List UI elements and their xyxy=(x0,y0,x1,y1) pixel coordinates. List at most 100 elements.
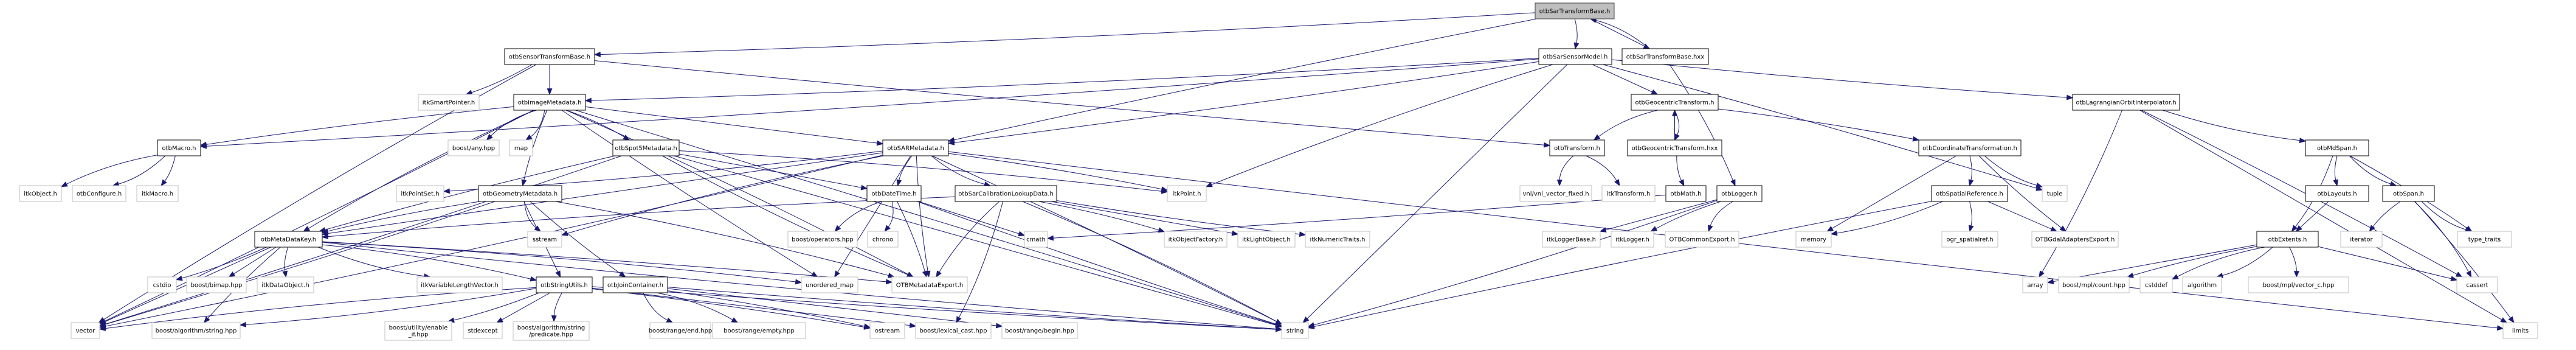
node-label: chrono xyxy=(872,237,893,243)
node-otbspan-h[interactable]: otbSpan.h xyxy=(2382,185,2435,202)
node-box xyxy=(915,322,992,339)
node-otbmacro-h[interactable]: otbMacro.h xyxy=(157,139,201,156)
node-otblogger-h[interactable]: otbLogger.h xyxy=(1716,185,1763,202)
arrowhead-icon xyxy=(521,179,527,187)
node-label: limits xyxy=(2512,328,2529,335)
arrowhead-icon xyxy=(1651,89,1659,95)
node-otbmetadataexport-h: OTBMetadataExport.h xyxy=(891,276,968,293)
node-label: boost/range/end.hpp xyxy=(649,328,713,335)
node-otbspot5metadata-h[interactable]: otbSpot5Metadata.h xyxy=(612,139,680,156)
node-box xyxy=(891,276,968,293)
node-otblayouts-h[interactable]: otbLayouts.h xyxy=(2305,185,2369,202)
node-otbsarmetadata-h[interactable]: otbSARMetadata.h xyxy=(882,139,949,156)
node-label: boost/algorithm/string xyxy=(517,325,585,332)
node-box xyxy=(603,276,668,293)
node-label: otbGeometryMetadata.h xyxy=(483,191,558,198)
node-otbstringutils-h[interactable]: otbStringUtils.h xyxy=(536,276,593,293)
node-otbgeocentrictransform-hxx[interactable]: otbGeocentricTransform.hxx xyxy=(1627,139,1722,156)
edge-otbSarSensorModel_h-to-otbGeocentricTransform_h xyxy=(1592,64,1659,95)
edge-otbSensorTransformBase_h-to-otbTransform_h xyxy=(594,60,1551,148)
arrowhead-icon xyxy=(888,273,895,278)
edge-otbLogger_h-to-itkLoggerBase_h xyxy=(1599,199,1718,233)
edge-otbCoordinateTransformation_h-to-OTBGdalAdaptersExport_h xyxy=(1978,155,2067,232)
arrowhead-icon xyxy=(995,323,1003,329)
node-box xyxy=(536,276,593,293)
node-otbmath-h[interactable]: otbMath.h xyxy=(1665,185,1707,202)
node-boost-operators-hpp: boost/operators.hpp xyxy=(787,231,858,248)
node-otbsartransformbase-h[interactable]: otbSarTransformBase.h xyxy=(1535,2,1615,19)
edge-otbGeocentricTransform_hxx-to-otbGeocentricTransform_h xyxy=(1672,109,1677,141)
node-label: itkTransform.h xyxy=(1607,191,1651,198)
edge-otbSarSensorModel_h-to-itkPoint_h xyxy=(1205,64,1553,187)
arrowhead-icon xyxy=(547,88,553,96)
node-box xyxy=(2139,276,2173,293)
arrowhead-icon xyxy=(161,179,167,187)
node-box xyxy=(1795,231,1832,248)
edge-otbGeometryMetadata_h-to-OTBMetadataExport_h xyxy=(555,201,895,278)
edge-otbSpan_h-to-limits xyxy=(2414,201,2515,324)
node-otbspatialreference-h[interactable]: otbSpatialReference.h xyxy=(1931,185,2008,202)
arrowhead-icon xyxy=(2293,271,2299,278)
arrowhead-icon xyxy=(2059,225,2067,232)
edge-otbCoordinateTransformation_h-to-tuple xyxy=(1984,155,2043,188)
arrowhead-icon xyxy=(1730,179,1736,187)
node-box xyxy=(612,139,680,156)
node-box xyxy=(509,139,533,156)
node-otbsarcalibrationlookupdata-h[interactable]: otbSarCalibrationLookupData.h xyxy=(955,185,1057,202)
edge-otbSensorTransformBase_h-to-otbImageMetadata_h xyxy=(547,65,553,96)
node-box xyxy=(1621,48,1709,65)
edge-otbGeometryMetadata_h-to-vector xyxy=(98,201,496,327)
node-otbcoordinatetransformation-h[interactable]: otbCoordinateTransformation.h xyxy=(1918,139,2022,156)
node-box xyxy=(384,321,452,341)
arrowhead-icon xyxy=(2333,179,2338,187)
node-otbgeometrymetadata-h[interactable]: otbGeometryMetadata.h xyxy=(478,185,562,202)
arrowhead-icon xyxy=(2500,317,2508,323)
arrowhead-icon xyxy=(834,225,841,232)
node-label: itkPoint.h xyxy=(1173,191,1201,198)
node-box xyxy=(1601,185,1656,202)
node-otbmetadatakey-h[interactable]: otbMetaDataKey.h xyxy=(254,231,323,248)
edge-otbMetaDataKey_h-to-boost_bimap_hpp xyxy=(228,247,277,278)
edge-otbSarCalibrationLookupData_h-to-itkObjectFactory_h xyxy=(1038,201,1165,233)
node-otbsarsensormodel-h[interactable]: otbSarSensorModel.h xyxy=(1538,48,1612,65)
node-array: array xyxy=(2022,276,2048,293)
node-otbimagemetadata-h[interactable]: otbImageMetadata.h xyxy=(513,94,586,111)
edge-otbSpot5Metadata_h-to-otbMetaDataKey_h xyxy=(319,155,615,233)
edge-otbLogger_h-to-itkLogger_h xyxy=(1650,201,1721,232)
node-box xyxy=(869,322,905,339)
edge-otbLagrangianOrbitInterpolator_h-to-array xyxy=(2039,110,2122,278)
node-otbjoincontainer-h[interactable]: otbJoinContainer.h xyxy=(603,276,668,293)
arrowhead-icon xyxy=(1968,179,1974,187)
edge-otbSARMetadata_h-to-OTBMetadataExport_h xyxy=(916,155,931,278)
node-otbtransform-h[interactable]: otbTransform.h xyxy=(1549,139,1605,156)
node-type-traits: type_traits xyxy=(2457,231,2512,248)
node-map: map xyxy=(509,139,533,156)
node-itklightobject-h: itkLightObject.h xyxy=(1237,231,1296,248)
node-box xyxy=(72,185,126,202)
node-itkpointset-h: itkPointSet.h xyxy=(396,185,444,202)
node-box xyxy=(2031,231,2119,248)
node-otbsartransformbase-hxx[interactable]: otbSarTransformBase.hxx xyxy=(1621,48,1709,65)
node-otblagrangianorbitinterpolator-h[interactable]: otbLagrangianOrbitInterpolator.h xyxy=(2072,94,2180,111)
node-otbgeocentrictransform-h[interactable]: otbGeocentricTransform.h xyxy=(1631,94,1719,111)
node-box xyxy=(2456,276,2498,293)
edge-otbSpot5Metadata_h-to-OTBMetadataExport_h xyxy=(662,155,914,278)
node-otbmdspan-h[interactable]: otbMdSpan.h xyxy=(2305,139,2369,156)
node-box xyxy=(882,139,949,156)
node-label: sstream xyxy=(533,237,557,243)
edge-otbGeocentricTransform_hxx-to-otbMath_h xyxy=(1676,155,1685,187)
edge-otbSpot5Metadata_h-to-itkPoint_h xyxy=(679,150,1169,194)
node-otbdatetime-h[interactable]: otbDateTime.h xyxy=(866,185,922,202)
arrowhead-icon xyxy=(1968,225,1974,233)
node-otbextents-h[interactable]: otbExtents.h xyxy=(2256,231,2319,248)
edge-otbMdSpan_h-to-otbSpan_h xyxy=(2349,155,2397,187)
node-boost-mpl-count-hpp: boost/mpl/count.hpp xyxy=(2058,276,2130,293)
arrowhead-icon xyxy=(1275,326,1283,332)
node-box xyxy=(1519,185,1592,202)
edge-otbMetaDataKey_h-to-itkDataObject_h xyxy=(282,247,289,278)
arrowhead-icon xyxy=(1672,109,1677,116)
node-otbsensortransformbase-h[interactable]: otbSensorTransformBase.h xyxy=(504,48,595,65)
node-itksmartpointer-h: itkSmartPointer.h xyxy=(418,94,480,111)
node-box xyxy=(527,231,562,248)
